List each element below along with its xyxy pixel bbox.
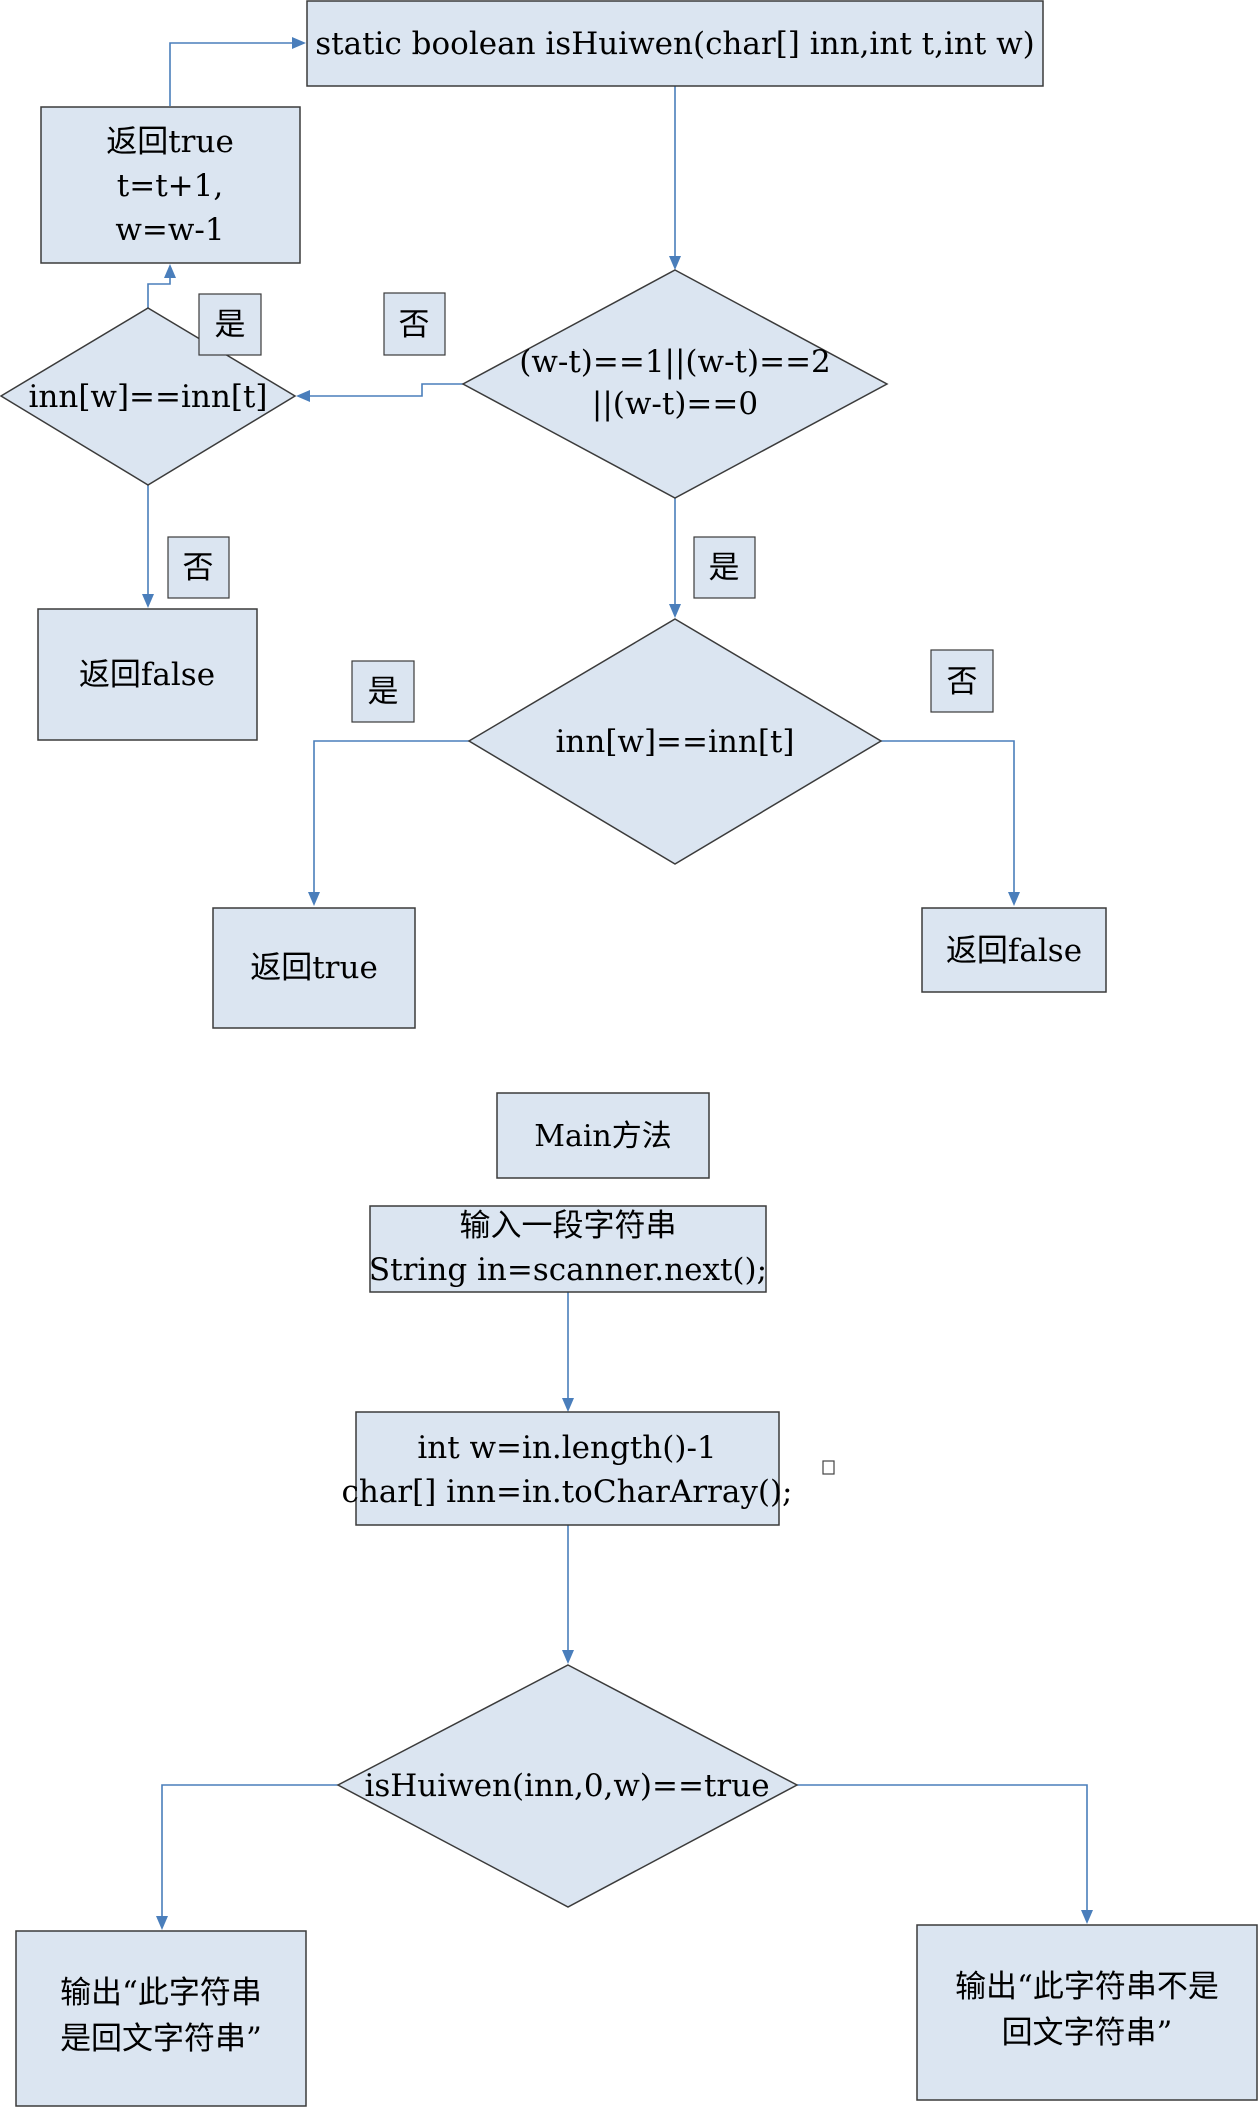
main-input-line-2: String in=scanner.next();: [369, 1252, 767, 1288]
arrow-head: [1081, 1910, 1093, 1924]
main-title-node: Main方法: [496, 1092, 710, 1179]
label-final-no: 否: [930, 649, 994, 713]
arrow-head: [156, 1916, 168, 1930]
recurse-false-node: 返回false: [37, 608, 258, 741]
label-final-yes-text: 是: [368, 674, 399, 710]
connector-main-yes: [161, 1784, 338, 1918]
main-init-line-2: char[] inn=in.toCharArray();: [342, 1474, 793, 1510]
main-output-no-line-1: 输出“此字符串不是: [955, 1969, 1219, 2005]
main-output-yes-line-2: 是回文字符串”: [60, 2021, 262, 2057]
label-final-no-text: 否: [947, 664, 978, 700]
label-range-yes-text: 是: [709, 550, 740, 586]
connector-recurse-yes: [147, 276, 171, 308]
arrow-head: [292, 37, 306, 49]
range-decision-line-1: (w-t)==1||(w-t)==2: [519, 344, 831, 380]
arrow-head: [562, 1650, 574, 1664]
range-decision-node: (w-t)==1||(w-t)==2 ||(w-t)==0: [461, 269, 889, 499]
arrow-head: [669, 256, 681, 270]
final-true-text: 返回true: [250, 950, 378, 986]
arrow-head: [669, 604, 681, 618]
arrow-head: [562, 1398, 574, 1412]
final-true-node: 返回true: [212, 907, 416, 1029]
range-decision-line-2: ||(w-t)==0: [592, 386, 758, 422]
main-output-yes-node: 输出“此字符串 是回文字符串”: [15, 1930, 307, 2107]
final-false-node: 返回false: [921, 907, 1107, 993]
label-recurse-yes: 是: [198, 293, 262, 356]
connector-final-no: [881, 740, 1015, 894]
connector-final-yes: [313, 740, 469, 894]
recurse-box-line-3: w=w-1: [115, 212, 224, 248]
recurse-box-line-1: 返回true: [106, 124, 234, 160]
label-range-no: 否: [383, 292, 446, 356]
recurse-box-line-2: t=t+1,: [117, 168, 223, 204]
arrow-head: [1008, 892, 1020, 906]
main-input-node: 输入一段字符串 String in=scanner.next();: [369, 1205, 767, 1293]
final-check-node: inn[w]==inn[t]: [467, 618, 883, 865]
arrow-head: [308, 892, 320, 906]
arrow-head: [142, 594, 154, 608]
main-output-no-line-2: 回文字符串”: [1002, 2015, 1173, 2051]
label-final-yes: 是: [351, 660, 415, 723]
main-decision-text: isHuiwen(inn,0,w)==true: [364, 1768, 769, 1804]
main-title-text: Main方法: [534, 1119, 672, 1154]
connectors: [142, 37, 1093, 1930]
main-decision-node: isHuiwen(inn,0,w)==true: [336, 1664, 799, 1908]
arrow-head: [164, 264, 176, 278]
label-range-yes: 是: [693, 536, 756, 599]
recurse-false-text: 返回false: [79, 657, 215, 693]
label-recurse-no: 否: [167, 536, 230, 599]
label-recurse-yes-text: 是: [215, 307, 246, 343]
final-check-text: inn[w]==inn[t]: [555, 724, 794, 760]
recurse-check-text: inn[w]==inn[t]: [28, 379, 267, 415]
arrow-head: [296, 390, 310, 402]
main-init-node: int w=in.length()-1 char[] inn=in.toChar…: [342, 1411, 793, 1526]
final-false-text: 返回false: [946, 933, 1082, 969]
recurse-box-node: 返回true t=t+1, w=w-1: [40, 106, 301, 264]
connector-loop-back: [169, 42, 294, 106]
label-recurse-no-text: 否: [183, 550, 214, 586]
main-output-yes-line-1: 输出“此字符串: [60, 1975, 262, 2011]
main-output-no-node: 输出“此字符串不是 回文字符串”: [916, 1924, 1258, 2101]
connector-range-no: [308, 383, 463, 397]
stray-marker: [822, 1460, 835, 1475]
main-input-line-1: 输入一段字符串: [460, 1208, 677, 1244]
connector-main-no: [797, 1784, 1088, 1912]
main-init-line-1: int w=in.length()-1: [417, 1430, 716, 1466]
signature-node: static boolean isHuiwen(char[] inn,int t…: [306, 0, 1044, 87]
label-range-no-text: 否: [399, 307, 430, 343]
signature-text: static boolean isHuiwen(char[] inn,int t…: [315, 26, 1035, 62]
